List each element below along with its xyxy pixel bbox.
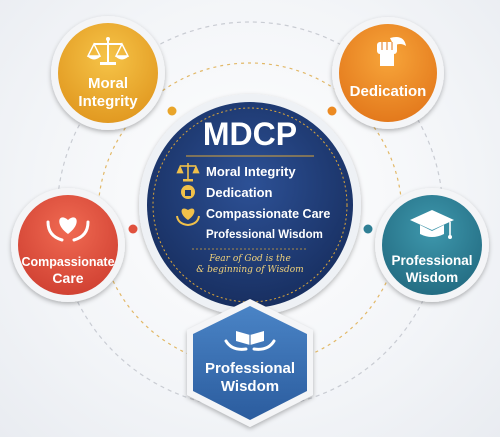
- raised-fist-icon: [377, 37, 406, 66]
- center-item-compassionate-care: Compassionate Care: [206, 207, 330, 221]
- book-hands-icon: [224, 331, 276, 351]
- label-dedication: Dedication: [350, 83, 427, 100]
- label-compassionate: Compassionate: [21, 255, 114, 269]
- center-title: MDCP: [203, 116, 297, 152]
- heart-hands-icon: [176, 208, 200, 227]
- node-dedication: Dedication: [332, 17, 444, 129]
- label-care: Care: [52, 270, 83, 286]
- center-item-moral-integrity: Moral Integrity: [206, 164, 296, 179]
- scales-icon: [86, 37, 130, 65]
- graduation-cap-icon: [410, 210, 454, 239]
- label-moral: Moral: [88, 75, 128, 92]
- node-compassionate-care: Compassionate Care: [11, 188, 125, 302]
- center-item-dedication: Dedication: [206, 185, 273, 200]
- center-badge: MDCP Moral Integrity Dedication Compassi…: [139, 94, 361, 316]
- motto-line-2: & beginning of Wisdom: [196, 265, 303, 275]
- node-professional-wisdom-right: Professional Wisdom: [375, 188, 489, 302]
- motto-line-1: Fear of God is the: [208, 254, 291, 264]
- scales-icon: [176, 163, 200, 182]
- node-moral-integrity: Moral Integrity: [51, 16, 165, 130]
- label-integrity: Integrity: [78, 93, 138, 110]
- fist-icon: [181, 185, 195, 199]
- label-professional-bottom: Professional: [205, 360, 295, 377]
- label-professional-right: Professional: [391, 253, 472, 268]
- center-item-professional-wisdom: Professional Wisdom: [206, 229, 323, 241]
- label-wisdom-right: Wisdom: [406, 270, 458, 285]
- node-professional-wisdom-bottom: Professional Wisdom: [187, 299, 313, 427]
- center-item-list: Moral Integrity Dedication Compassionate…: [206, 164, 330, 241]
- heart-hands-icon: [46, 217, 90, 242]
- label-wisdom-bottom: Wisdom: [221, 378, 279, 395]
